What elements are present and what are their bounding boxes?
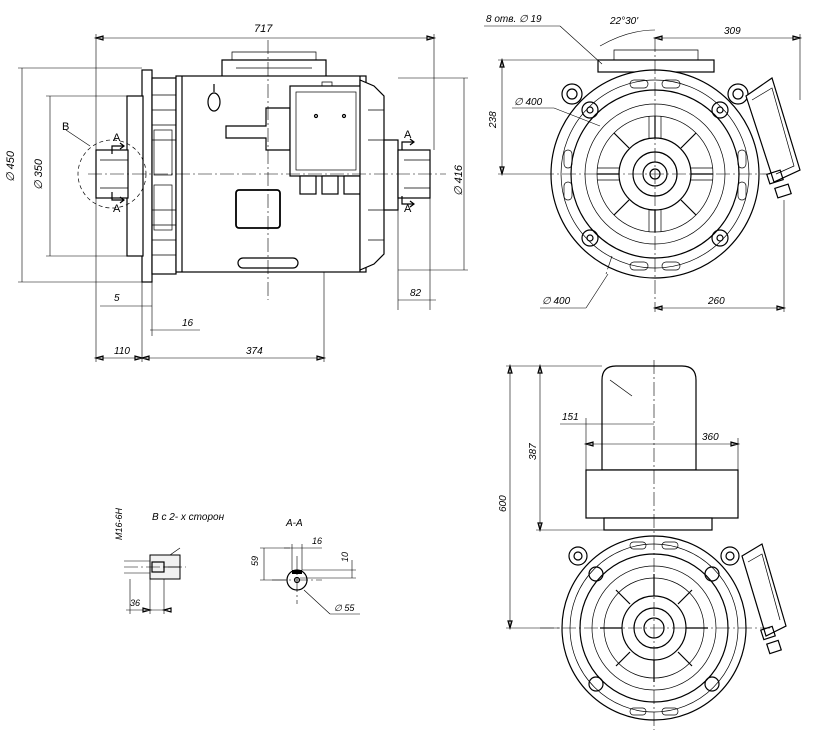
label-a-right-top: A	[404, 129, 412, 141]
label-a-left-bottom: A	[113, 203, 121, 215]
dim-260: 260	[707, 296, 725, 307]
label-view-b: B	[62, 121, 69, 133]
detail-b	[124, 547, 186, 614]
front-dimensions	[484, 25, 803, 312]
labels: 717 ∅ 450 ∅ 350 ∅ 416 82 5 16 110 374 B …	[5, 14, 741, 613]
label-a-right-bottom: A	[404, 203, 412, 215]
dim-717: 717	[254, 23, 273, 35]
section-aa-10: 10	[340, 552, 350, 562]
dim-110: 110	[114, 346, 130, 357]
section-aa-59: 59	[250, 556, 260, 566]
dim-387: 387	[528, 443, 539, 460]
assembly-view	[540, 360, 787, 730]
detail-b-thread: M16-6H	[114, 507, 124, 540]
dim-374: 374	[246, 346, 263, 357]
dim-238: 238	[488, 111, 499, 129]
side-view	[65, 40, 446, 300]
dim-angle: 22°30'	[609, 16, 639, 27]
dim-16: 16	[182, 318, 194, 329]
dim-dia-450: ∅ 450	[5, 150, 17, 182]
dim-151: 151	[562, 412, 579, 423]
dim-dia-400-bottom: ∅ 400	[542, 296, 571, 307]
front-view	[540, 38, 801, 312]
dim-309: 309	[724, 26, 741, 37]
section-aa	[260, 544, 360, 615]
detail-b-title: B с 2- х сторон	[152, 512, 225, 523]
dim-82: 82	[410, 288, 422, 299]
detail-b-36: 36	[130, 598, 140, 608]
section-aa-16: 16	[312, 536, 322, 546]
dim-360: 360	[702, 432, 719, 443]
label-a-left-top: A	[113, 132, 121, 144]
side-dimensions	[18, 34, 468, 362]
section-aa-title: A-A	[285, 518, 303, 529]
dim-dia-416: ∅ 416	[453, 164, 465, 196]
section-aa-dia55: ∅ 55	[334, 603, 355, 613]
dim-holes: 8 отв. ∅ 19	[486, 14, 542, 25]
dim-dia-400-top: ∅ 400	[514, 97, 543, 108]
assembly-dimensions	[506, 363, 741, 631]
dim-5: 5	[114, 293, 120, 304]
dim-600: 600	[498, 495, 509, 512]
dim-dia-350: ∅ 350	[33, 158, 45, 190]
